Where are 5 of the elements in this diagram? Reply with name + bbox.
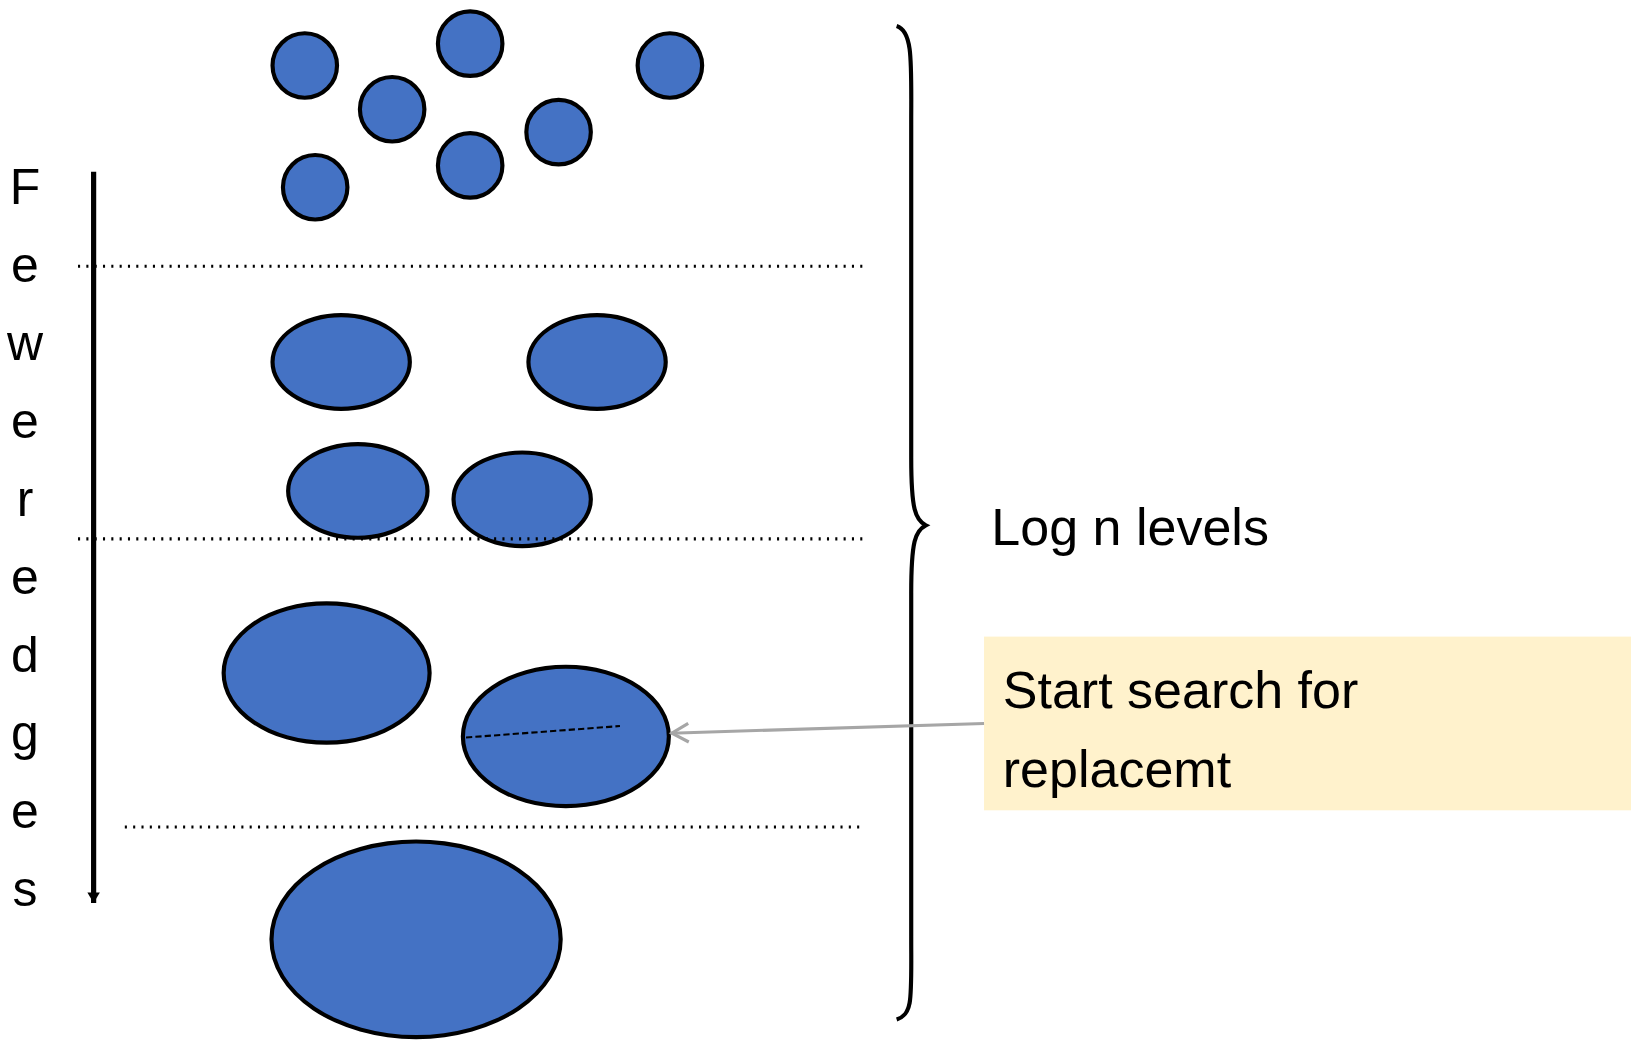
callout-box: [984, 636, 1631, 811]
brace-label: Log n levels: [991, 497, 1269, 558]
callout-text: Start search for replacemt: [1002, 660, 1360, 801]
leader-line: [670, 721, 985, 744]
axis-label: Fewer edges: [5, 158, 44, 919]
